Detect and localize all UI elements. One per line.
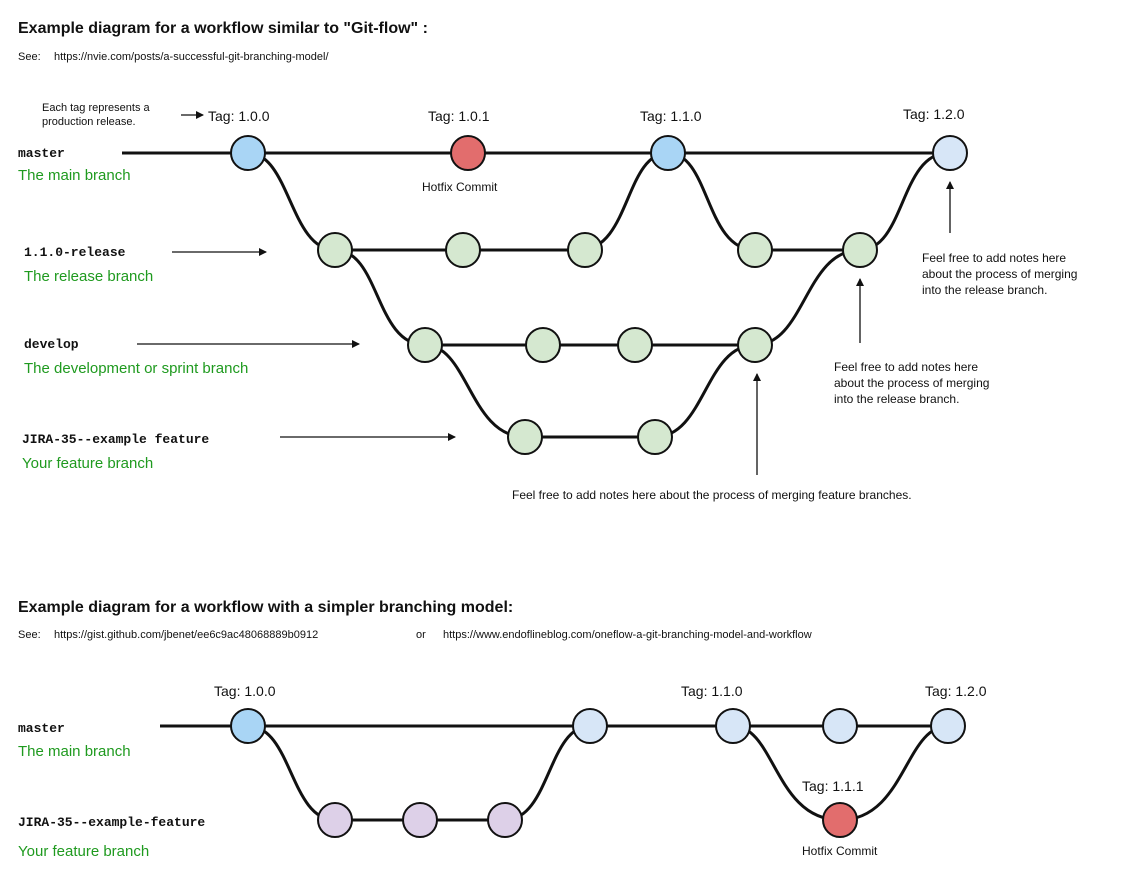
oneflow-or-label: or <box>416 629 426 641</box>
tag-label: Tag: 1.1.1 <box>802 778 864 794</box>
master-commit-node <box>932 135 968 171</box>
release-commit-node <box>567 232 603 268</box>
note-text: into the release branch. <box>834 392 959 406</box>
oneflow-title: Example diagram for a workflow with a si… <box>18 599 513 616</box>
tag-label: Tag: 1.0.1 <box>428 108 490 124</box>
branch-desc-develop: The development or sprint branch <box>24 360 248 377</box>
hotfix-label: Hotfix Commit <box>422 180 498 194</box>
branch-desc-feature: Your feature branch <box>18 843 149 860</box>
master-commit-node <box>572 708 608 744</box>
branch-name-feature: JIRA-35--example-feature <box>18 815 205 830</box>
master-commit-node <box>822 708 858 744</box>
tag-note: Each tag represents a <box>42 102 151 114</box>
feature-branch-line <box>424 343 756 439</box>
tag-label: Tag: 1.0.0 <box>214 683 276 699</box>
note-text: into the release branch. <box>922 283 1047 297</box>
branch-name-develop: develop <box>24 337 79 352</box>
feature-commit-node <box>637 419 673 455</box>
gitflow-title: Example diagram for a workflow similar t… <box>18 20 428 37</box>
develop-branch-line <box>334 248 861 347</box>
note-text: about the process of merging <box>834 376 989 390</box>
release-commit-node <box>445 232 481 268</box>
master-commit-node <box>230 135 266 171</box>
oneflow-see-link[interactable]: https://www.endoflineblog.com/oneflow-a-… <box>443 629 812 641</box>
master-commit-node <box>715 708 751 744</box>
feature-commit-node <box>402 802 438 838</box>
tag-label: Tag: 1.1.0 <box>640 108 702 124</box>
feature-commit-node <box>507 419 543 455</box>
master-commit-node <box>650 135 686 171</box>
develop-commit-node <box>525 327 561 363</box>
tag-note: production release. <box>42 116 136 128</box>
branch-desc-release: The release branch <box>24 268 153 285</box>
tag-label: Tag: 1.2.0 <box>925 683 987 699</box>
release-commit-node <box>317 232 353 268</box>
branch-desc-feature: Your feature branch <box>22 455 153 472</box>
develop-commit-node <box>407 327 443 363</box>
release-commit-node <box>842 232 878 268</box>
develop-commit-node <box>617 327 653 363</box>
note-text: about the process of merging <box>922 267 1077 281</box>
oneflow-see-label: See: <box>18 629 41 641</box>
hotfix-commit-node <box>822 802 858 838</box>
branch-desc-master: The main branch <box>18 743 131 760</box>
tag-label: Tag: 1.2.0 <box>903 106 965 122</box>
feature-commit-node <box>487 802 523 838</box>
master-commit-node <box>930 708 966 744</box>
gitflow-see-label: See: <box>18 51 41 63</box>
branch-name-master: master <box>18 146 65 161</box>
oneflow-see-link[interactable]: https://gist.github.com/jbenet/ee6c9ac48… <box>54 629 318 641</box>
gitflow-see-link[interactable]: https://nvie.com/posts/a-successful-git-… <box>54 51 329 63</box>
develop-commit-node <box>737 327 773 363</box>
hotfix-label: Hotfix Commit <box>802 844 878 858</box>
tag-label: Tag: 1.1.0 <box>681 683 743 699</box>
gitflow-diagram: Example diagram for a workflow similar t… <box>18 20 1077 502</box>
feature-commit-node <box>317 802 353 838</box>
release-commit-node <box>737 232 773 268</box>
oneflow-diagram: Example diagram for a workflow with a si… <box>18 599 987 860</box>
release-branch-line-2 <box>667 151 949 252</box>
note-text: Feel free to add notes here <box>834 360 978 374</box>
note-text: Feel free to add notes here <box>922 251 1066 265</box>
master-commit-node <box>230 708 266 744</box>
tag-label: Tag: 1.0.0 <box>208 108 270 124</box>
hotfix-commit-node <box>450 135 486 171</box>
branch-desc-master: The main branch <box>18 167 131 184</box>
note-text: Feel free to add notes here about the pr… <box>512 488 912 502</box>
branch-name-feature: JIRA-35--example feature <box>22 432 209 447</box>
branch-name-release: 1.1.0-release <box>24 245 126 260</box>
branch-name-master: master <box>18 721 65 736</box>
